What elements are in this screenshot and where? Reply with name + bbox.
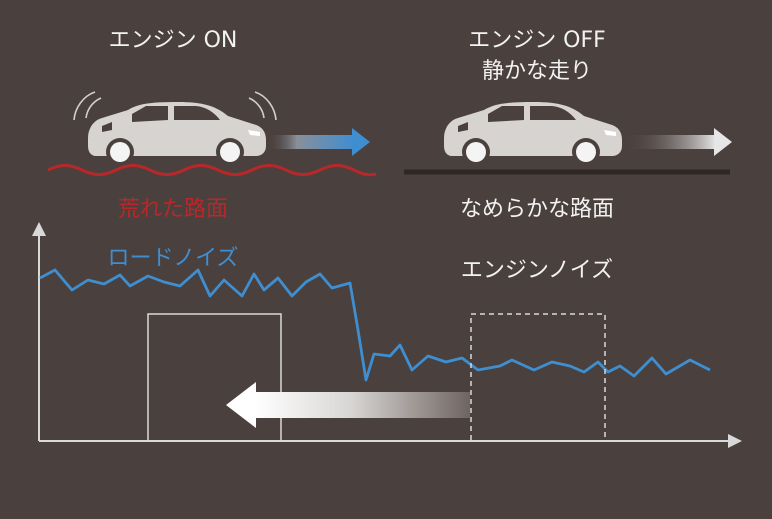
arrow-left-icon (226, 382, 470, 428)
road-noise-label: ロードノイズ (108, 246, 239, 271)
car-icon (444, 102, 622, 166)
rough-road-label: 荒れた路面 (118, 197, 228, 222)
engine-noise-label: エンジンノイズ (461, 258, 613, 283)
road-noise-line (40, 270, 710, 380)
left-scene-title: エンジン ON (109, 28, 238, 53)
arrow-right-head (714, 128, 732, 156)
smooth-road-label: なめらかな路面 (460, 197, 614, 222)
car-icon (88, 102, 266, 166)
right-scene-title: エンジン OFF (468, 28, 606, 53)
right-scene-subtitle: 静かな走り (482, 59, 592, 84)
engine-noise-on-box (148, 314, 281, 441)
rough-road-line (48, 166, 376, 175)
engine-noise-off-box (471, 314, 605, 441)
arrow-right-icon (622, 135, 716, 149)
arrow-right-icon (266, 135, 354, 149)
arrow-right-head (352, 128, 370, 156)
